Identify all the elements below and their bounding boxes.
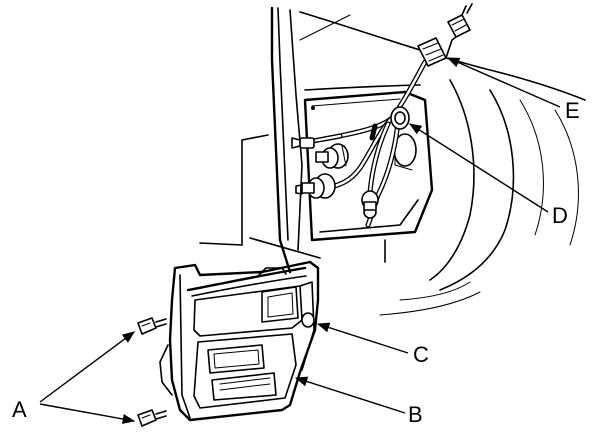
- callout-b: B: [408, 402, 423, 427]
- harness-connector: [417, 3, 473, 67]
- callout-a: A: [12, 397, 27, 422]
- mounting-bolt-upper: [137, 317, 167, 335]
- callout-c: C: [413, 342, 429, 367]
- bulb-sockets: [291, 106, 410, 219]
- leader-lines: [39, 57, 561, 424]
- vehicle-body: [199, 6, 586, 316]
- taillight-assembly: [159, 260, 320, 422]
- mounting-bolt-lower: [137, 409, 167, 427]
- callout-d: D: [552, 203, 568, 228]
- callout-e: E: [565, 98, 580, 123]
